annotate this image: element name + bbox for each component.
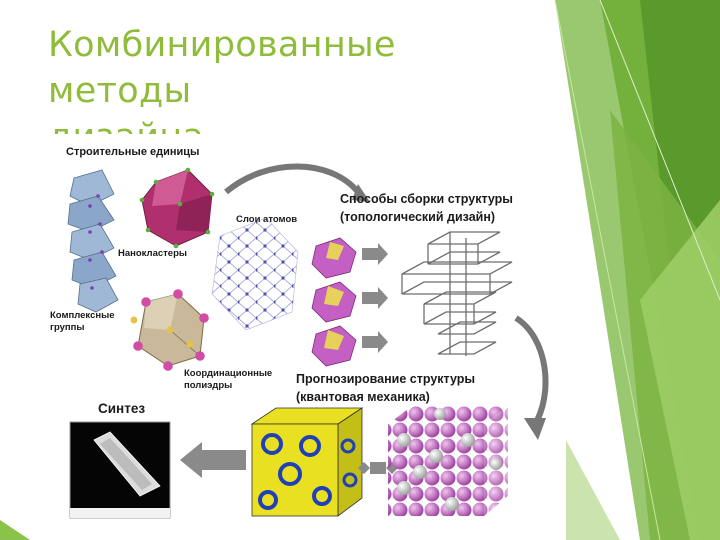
label-synthesis: Синтез xyxy=(98,401,146,416)
framework-icon xyxy=(401,231,513,356)
figure-illustration xyxy=(67,163,549,519)
label-prediction-line1: Прогнозирование структуры xyxy=(296,372,476,386)
sphere-packing-cube-icon xyxy=(388,406,508,516)
label-nanoclusters: Нанокластеры xyxy=(118,248,188,259)
label-complex-groups-line2: группы xyxy=(50,322,85,333)
curved-arrow-icon xyxy=(224,163,361,195)
label-coordination-line2: полиэдры xyxy=(184,380,233,391)
nanocluster-icon xyxy=(139,167,215,249)
label-atom-layers: Слои атомов xyxy=(236,214,298,225)
electron-density-cube-icon xyxy=(250,407,364,517)
label-assembly: Способы сборки структуры (топологический… xyxy=(340,190,513,226)
label-assembly-line1: Способы сборки структуры xyxy=(340,192,513,206)
left-arrow-icon xyxy=(180,442,246,478)
label-assembly-line2: (топологический дизайн) xyxy=(340,210,496,224)
label-complex-groups: Комплексные группы xyxy=(50,310,114,334)
title-line-1: Комбинированные методы xyxy=(48,25,396,111)
curved-arrow-down-icon xyxy=(514,315,549,428)
label-building-units: Строительные единицы xyxy=(66,146,200,158)
polyhedra-column-icon xyxy=(67,169,119,313)
label-coordination-polyhedra: Координационные полиэдры xyxy=(184,368,272,392)
atom-layer-icon xyxy=(211,217,299,331)
coordination-polyhedron-icon xyxy=(130,289,209,371)
label-coordination-line1: Координационные xyxy=(184,368,273,379)
label-prediction: Прогнозирование структуры (квантовая мех… xyxy=(296,370,475,406)
right-arrow-icon xyxy=(362,243,388,353)
sem-image xyxy=(69,421,171,519)
assembly-blocks-icon xyxy=(311,237,357,367)
double-arrow-icon xyxy=(358,462,398,474)
design-methods-figure: Строительные единицы Нанокластеры Слои а… xyxy=(40,134,564,526)
label-prediction-line2: (квантовая механика) xyxy=(296,390,430,404)
label-complex-groups-line1: Комплексные xyxy=(50,310,115,321)
